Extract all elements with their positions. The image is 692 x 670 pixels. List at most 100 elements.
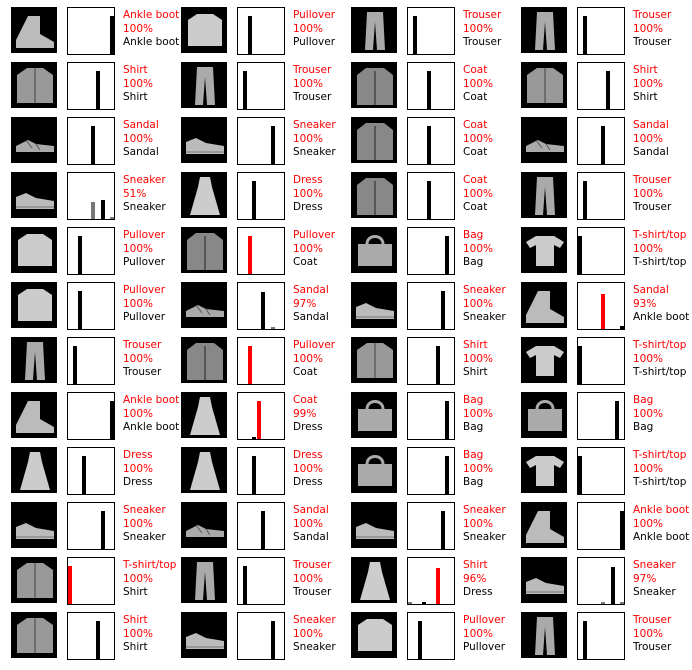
confidence-label: 96% [463, 572, 487, 585]
coat-icon [187, 233, 223, 270]
tshirt-icon [526, 346, 564, 376]
prob-bar-dress [252, 437, 257, 439]
confidence-label: 100% [633, 187, 664, 200]
confidence-label: 100% [633, 242, 664, 255]
clothing-image [351, 62, 397, 108]
true-label: Bag [463, 421, 484, 434]
prob-bar-trouser [582, 621, 587, 659]
predicted-label: Sneaker [123, 174, 166, 186]
true-label: Shirt [123, 91, 148, 104]
clothing-image [11, 172, 57, 218]
confidence-label: 100% [463, 352, 494, 365]
bag-icon [358, 400, 392, 431]
confidence-label: 100% [463, 77, 494, 90]
confidence-label: 100% [463, 242, 494, 255]
predicted-label: Bag [633, 394, 654, 406]
probability-plot [237, 172, 285, 220]
clothing-image [521, 557, 567, 603]
confidence-label: 51% [123, 187, 147, 200]
clothing-image [521, 502, 567, 548]
confidence-label: 100% [463, 517, 494, 530]
prob-bar-pullover [247, 16, 252, 54]
probability-plot [237, 502, 285, 550]
predicted-label: Bag [463, 449, 484, 461]
prob-bar-ankle-boot [619, 511, 624, 549]
sneaker-icon [16, 193, 54, 209]
true-label: Pullover [123, 311, 166, 324]
confidence-label: 100% [463, 627, 494, 640]
true-label: Coat [293, 366, 318, 379]
prob-bar-sneaker [610, 567, 615, 604]
true-label: Dress [293, 421, 323, 434]
shirt-icon [17, 563, 53, 598]
predicted-label: Sandal [123, 119, 159, 131]
predicted-label: T-shirt/top [633, 339, 687, 351]
clothing-image [521, 392, 567, 438]
clothing-image [521, 447, 567, 493]
sneaker-icon [356, 303, 394, 319]
bag-icon [358, 235, 392, 266]
prob-bar-pullover [417, 621, 422, 659]
clothing-image [11, 7, 57, 53]
predicted-label: Bag [463, 229, 484, 241]
prob-bar-trouser [582, 16, 587, 54]
sandal-icon [186, 304, 224, 317]
clothing-image [181, 502, 227, 548]
prob-bar-bag [615, 401, 620, 439]
confidence-label: 100% [123, 242, 154, 255]
prob-bar-sandal [601, 293, 606, 329]
clothing-image [351, 557, 397, 603]
predicted-label: Dress [293, 174, 323, 186]
clothing-image [181, 62, 227, 108]
prob-bar-shirt [435, 567, 440, 604]
trouser-icon [365, 12, 385, 50]
true-label: Ankle boot [123, 421, 180, 434]
prob-bar-coat [426, 126, 431, 164]
shirt-icon [527, 68, 563, 103]
predicted-label: Sneaker [293, 614, 336, 626]
coat-icon [357, 178, 393, 215]
clothing-image [11, 62, 57, 108]
confidence-label: 100% [123, 22, 154, 35]
predicted-label: Pullover [293, 9, 336, 21]
clothing-image [11, 502, 57, 548]
clothing-image [521, 7, 567, 53]
prob-bar-shirt [605, 71, 610, 109]
confidence-label: 100% [633, 22, 664, 35]
probability-plot [407, 447, 455, 495]
true-label: T-shirt/top [633, 366, 687, 379]
probability-plot [407, 172, 455, 220]
pullover-icon [188, 14, 222, 46]
prob-bar-pullover [77, 291, 82, 329]
clothing-image [11, 612, 57, 658]
dress-icon [190, 177, 220, 215]
predicted-label: Sneaker [293, 119, 336, 131]
true-label: Shirt [123, 586, 148, 599]
trouser-icon [25, 342, 45, 380]
clothing-image [351, 447, 397, 493]
prob-bar-pullover [77, 236, 82, 274]
sneaker-icon [356, 523, 394, 539]
clothing-image [181, 172, 227, 218]
prob-bar-sneaker [440, 291, 445, 329]
confidence-label: 100% [293, 242, 324, 255]
probability-plot [237, 447, 285, 495]
predicted-label: Sneaker [633, 559, 676, 571]
confidence-label: 100% [293, 517, 324, 530]
probability-plot [577, 502, 625, 550]
